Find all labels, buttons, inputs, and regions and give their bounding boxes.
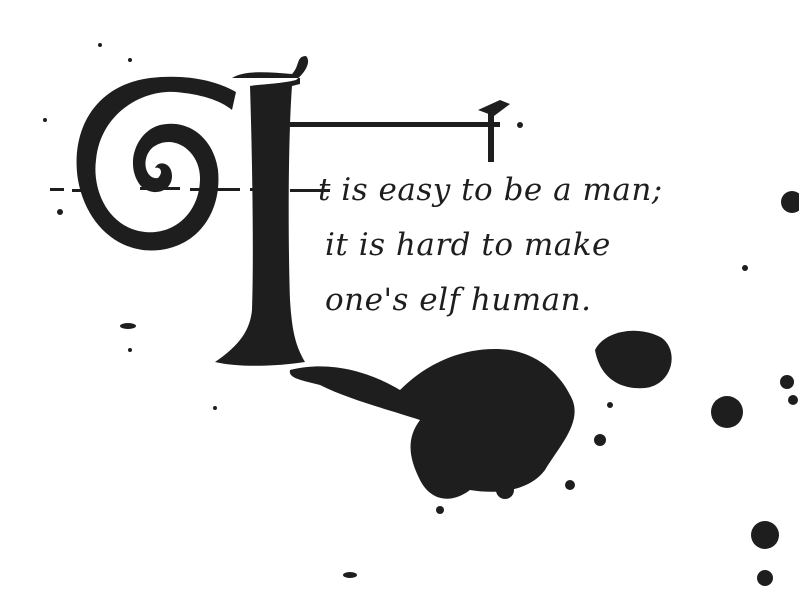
ink-splatter-main <box>289 349 613 514</box>
quote-line-2: it is hard to make <box>325 227 611 263</box>
ink-dashed-line <box>50 187 330 192</box>
ink-rule-top <box>290 122 500 127</box>
quote-line-3: one's elf human. <box>325 282 592 318</box>
drop-cap-letter <box>76 56 309 366</box>
ink-blob <box>595 330 672 389</box>
quote-line-1: t is easy to be a man; <box>318 172 663 208</box>
ink-cross <box>488 110 494 162</box>
